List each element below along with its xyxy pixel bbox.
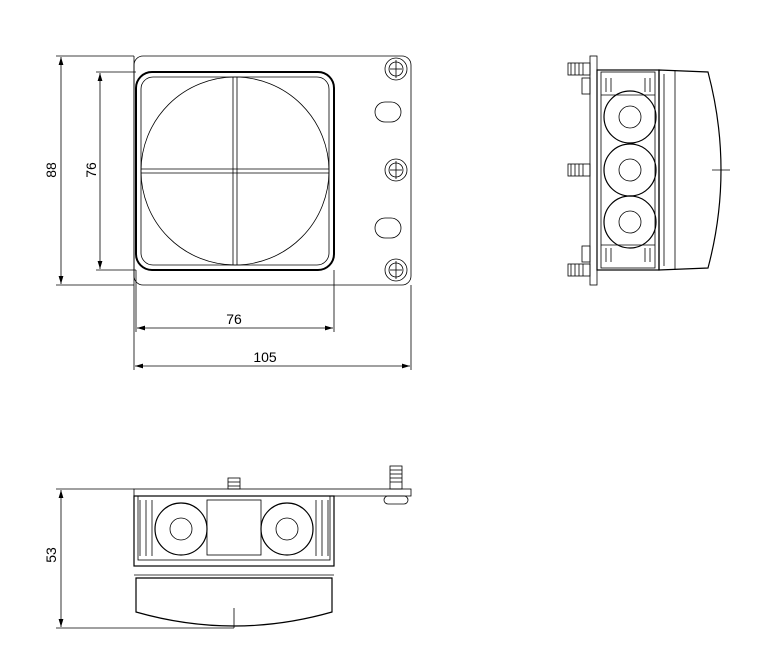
bottom-knockout-left <box>154 502 208 556</box>
screw-middle <box>384 158 408 182</box>
slot-lower <box>374 217 402 239</box>
knockout-circle <box>140 76 330 266</box>
dim-76-horizontal: 76 <box>135 270 335 332</box>
side-screw-top <box>567 62 591 95</box>
bottom-center-recess <box>206 499 262 556</box>
bottom-body <box>133 495 335 567</box>
slot-upper <box>374 101 402 123</box>
front-view: 88 76 76 105 <box>43 55 412 370</box>
screw-bottom <box>384 258 408 282</box>
side-plate <box>589 55 598 286</box>
dim-76-horizontal-label: 76 <box>226 311 242 327</box>
bottom-screw-right <box>383 465 409 505</box>
bottom-plate <box>133 488 412 497</box>
screw-top <box>384 57 408 81</box>
dim-105-label: 105 <box>253 349 277 365</box>
housing-inner <box>140 76 330 266</box>
dim-88-label: 88 <box>43 162 59 178</box>
housing-outer <box>135 71 335 271</box>
dim-76-vertical: 76 <box>83 71 136 271</box>
side-knockout-top <box>603 90 657 144</box>
bottom-lid <box>135 577 333 627</box>
dim-105: 105 <box>133 285 412 370</box>
dim-76-vertical-label: 76 <box>83 162 99 178</box>
bottom-view: 53 <box>43 465 412 629</box>
mounting-plate <box>133 55 412 286</box>
side-knockout-middle <box>603 143 657 197</box>
bottom-screw-center <box>227 477 241 490</box>
side-screw-bottom <box>567 245 591 277</box>
side-lid <box>658 69 722 271</box>
side-screw-middle <box>567 163 591 177</box>
side-view <box>567 55 730 286</box>
dim-53-label: 53 <box>43 547 59 563</box>
dim-53: 53 <box>43 488 234 629</box>
dim-88: 88 <box>43 55 134 286</box>
bottom-knockout-right <box>260 502 314 556</box>
side-knockout-bottom <box>603 195 657 249</box>
